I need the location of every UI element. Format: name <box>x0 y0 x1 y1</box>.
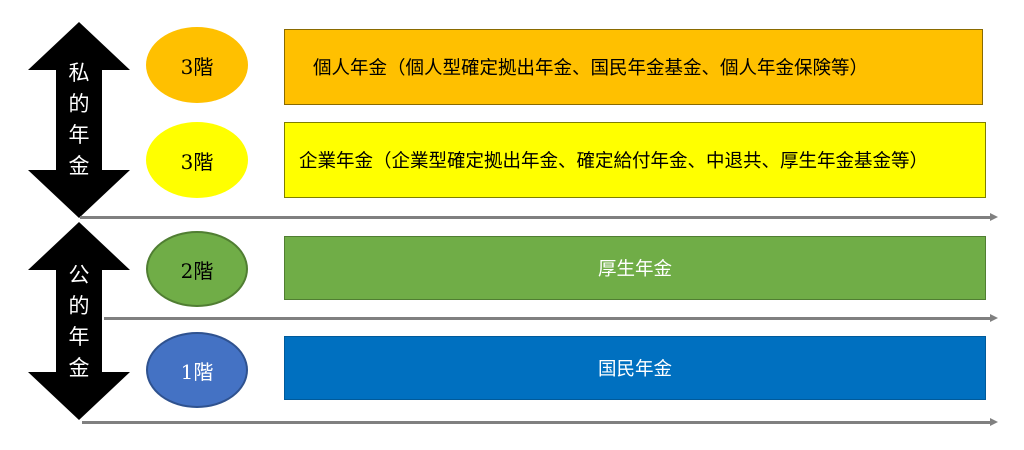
tier-box-text: 個人年金（個人型確定拠出年金、国民年金基金、個人年金保険等） <box>313 58 869 79</box>
divider-arrow <box>104 314 998 322</box>
tier-box-corporate-pension: 企業年金（企業型確定拠出年金、確定給付年金、中退共、厚生年金基金等） <box>284 122 986 198</box>
tier-box-text: 厚生年金 <box>597 259 672 280</box>
public-pension-label: 公 的 年 金 <box>28 260 130 384</box>
tier-box-text: 国民年金 <box>597 359 672 380</box>
tier-box-employees-pension: 厚生年金 <box>284 236 986 300</box>
double-arrow-icon <box>28 22 130 218</box>
label-char: 年 <box>68 123 90 147</box>
tier-level-circle: 3階 <box>146 122 248 198</box>
label-char: 的 <box>68 294 90 318</box>
label-char: 的 <box>68 92 90 116</box>
private-pension-label: 私 的 年 金 <box>28 58 130 182</box>
label-char: 金 <box>68 154 90 178</box>
tier-level-circle: 2階 <box>146 231 248 307</box>
private-pension-arrow: 私 的 年 金 <box>28 22 130 218</box>
tier-box-individual-pension: 個人年金（個人型確定拠出年金、国民年金基金、個人年金保険等） <box>284 29 983 105</box>
label-char: 金 <box>68 356 90 380</box>
label-char: 公 <box>68 263 90 287</box>
public-pension-arrow: 公 的 年 金 <box>28 222 130 420</box>
tier-box-text: 企業年金（企業型確定拠出年金、確定給付年金、中退共、厚生年金基金等） <box>299 151 929 172</box>
double-arrow-icon <box>28 222 130 420</box>
divider-arrow <box>82 418 998 426</box>
divider-arrow <box>80 213 998 221</box>
tier-level-circle: 3階 <box>146 27 248 103</box>
tier-level-circle: 1階 <box>146 332 248 408</box>
label-char: 私 <box>68 61 90 85</box>
tier-box-national-pension: 国民年金 <box>284 336 986 400</box>
label-char: 年 <box>68 325 90 349</box>
